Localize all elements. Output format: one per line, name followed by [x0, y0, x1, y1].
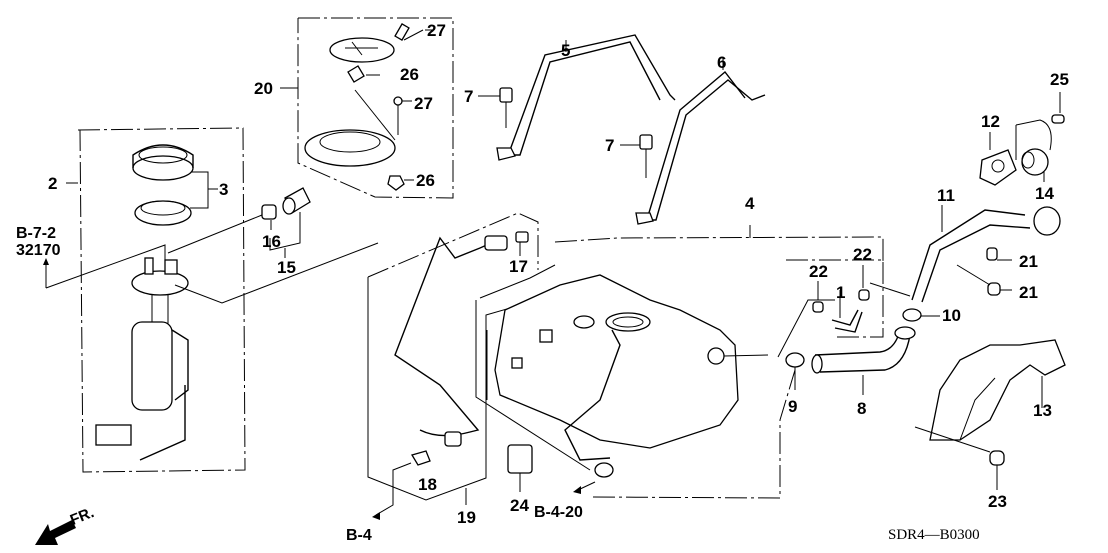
callout-1[interactable]: 1	[836, 283, 846, 302]
callout-12[interactable]: 12	[981, 112, 1000, 131]
callout-25[interactable]: 25	[1050, 70, 1069, 89]
splash-guard	[914, 339, 1066, 490]
pump-assembly-box	[45, 127, 379, 473]
callout-17[interactable]: 17	[509, 257, 528, 276]
wire-harness-box	[367, 212, 539, 520]
callout-21-lower[interactable]: 21	[1019, 283, 1038, 302]
callout-4[interactable]: 4	[745, 194, 755, 213]
filler-pipe	[911, 205, 1061, 303]
callout-8[interactable]: 8	[857, 399, 867, 418]
callout-23[interactable]: 23	[988, 492, 1007, 511]
callout-20[interactable]: 20	[254, 79, 273, 98]
callout-26-upper[interactable]: 26	[400, 65, 419, 84]
callout-15[interactable]: 15	[277, 258, 296, 277]
callout-26-lower[interactable]: 26	[416, 171, 435, 190]
callout-22-right[interactable]: 22	[853, 245, 872, 264]
callout-16[interactable]: 16	[262, 232, 281, 251]
connector-parts	[261, 187, 311, 258]
tank-reference[interactable]: B-4-20	[534, 504, 583, 521]
pump-reference-page[interactable]: B-7-2	[16, 225, 57, 242]
callout-10[interactable]: 10	[942, 306, 961, 325]
callout-27-lower[interactable]: 27	[414, 94, 433, 113]
lock-ring-part	[132, 144, 218, 226]
callout-24[interactable]: 24	[510, 496, 529, 515]
hoses-and-clamps	[785, 259, 940, 395]
pump-reference[interactable]: B-7-2 32170	[16, 225, 61, 260]
callout-19[interactable]: 19	[457, 508, 476, 527]
callout-7-upper[interactable]: 7	[464, 87, 474, 106]
filler-cap-set	[979, 92, 1065, 186]
callout-5[interactable]: 5	[561, 41, 571, 60]
callout-27-upper[interactable]: 27	[427, 21, 446, 40]
callout-6[interactable]: 6	[717, 53, 727, 72]
callout-3[interactable]: 3	[219, 180, 229, 199]
pump-reference-number[interactable]: 32170	[16, 241, 61, 259]
fuel-pump-part	[95, 257, 189, 461]
callout-2[interactable]: 2	[48, 174, 58, 193]
callout-9[interactable]: 9	[788, 397, 798, 416]
callout-22-left[interactable]: 22	[809, 262, 828, 281]
cover-set-box	[280, 17, 454, 199]
diagram-code: SDR4—B0300	[888, 527, 980, 543]
fuel-tank-assembly	[475, 225, 884, 499]
callout-21-upper[interactable]: 21	[1019, 252, 1038, 271]
callout-18[interactable]: 18	[418, 475, 437, 494]
callout-13[interactable]: 13	[1033, 401, 1052, 420]
callout-11[interactable]: 11	[937, 186, 955, 205]
callout-14[interactable]: 14	[1035, 184, 1054, 203]
wire-reference[interactable]: B-4	[346, 527, 372, 544]
callout-7-lower[interactable]: 7	[605, 136, 615, 155]
front-arrow-icon	[35, 520, 76, 545]
tank-straps	[478, 34, 766, 225]
